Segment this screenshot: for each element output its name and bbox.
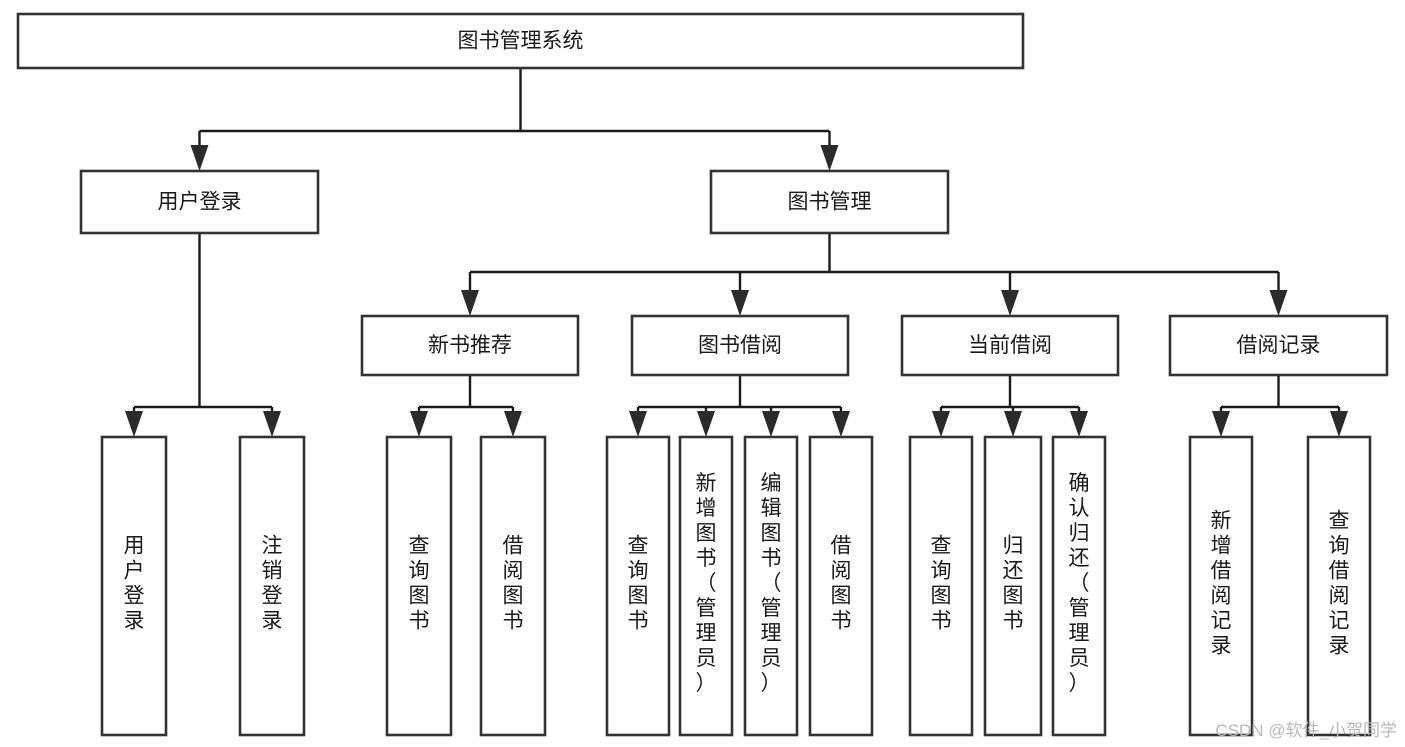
node-label: 图书管理 <box>788 191 872 214</box>
arrow-head-icon <box>832 411 850 437</box>
node-box[interactable] <box>16 12 1025 70</box>
arrow-head-icon <box>932 411 950 437</box>
node-box[interactable] <box>605 435 671 737</box>
arrow-head-icon <box>410 411 428 437</box>
node-layer: 图书管理系统用户登录图书管理新书推荐图书借阅当前借阅借阅记录用户登录注销登录查询… <box>16 12 1389 737</box>
node-box[interactable] <box>678 435 734 737</box>
arrow-head-icon <box>461 290 479 316</box>
node-level3-2[interactable]: 当前借阅 <box>900 314 1120 377</box>
arrow-head-icon <box>820 145 839 171</box>
arrow-head-icon <box>697 411 715 437</box>
arrow-head-icon <box>1330 411 1348 437</box>
node-level3-3[interactable]: 借阅记录 <box>1168 314 1389 377</box>
node-level2-1[interactable]: 图书管理 <box>709 169 950 235</box>
node-box[interactable] <box>238 435 306 737</box>
node-label: 查询图书 <box>628 535 649 633</box>
arrow-head-icon <box>762 411 780 437</box>
node-label: 查询图书 <box>409 535 430 633</box>
arrow-head-icon <box>125 411 143 437</box>
node-label: 编辑图书（管理员） <box>761 472 782 695</box>
node-box[interactable] <box>479 435 547 737</box>
node-leaf-12[interactable]: 查询借阅记录 <box>1306 435 1372 737</box>
node-box[interactable] <box>100 435 168 737</box>
node-box[interactable] <box>385 435 453 737</box>
arrow-head-icon <box>263 411 281 437</box>
node-leaf-4[interactable]: 查询图书 <box>605 435 671 737</box>
node-box[interactable] <box>1051 435 1107 737</box>
node-label: 借阅记录 <box>1237 334 1321 357</box>
node-leaf-11[interactable]: 新增借阅记录 <box>1188 435 1254 737</box>
node-level2-0[interactable]: 用户登录 <box>79 169 320 235</box>
node-leaf-9[interactable]: 归还图书 <box>983 435 1043 737</box>
arrow-head-icon <box>1001 290 1019 316</box>
node-box[interactable] <box>360 314 580 377</box>
node-label: 归还图书 <box>1003 535 1024 633</box>
node-level3-0[interactable]: 新书推荐 <box>360 314 580 377</box>
node-box[interactable] <box>808 435 874 737</box>
node-leaf-8[interactable]: 查询图书 <box>908 435 974 737</box>
node-level3-1[interactable]: 图书借阅 <box>630 314 850 377</box>
node-label: 借阅图书 <box>503 535 524 633</box>
node-label: 查询借阅记录 <box>1329 510 1350 658</box>
node-label: 新书推荐 <box>428 334 512 357</box>
arrow-head-icon <box>190 145 209 171</box>
node-box[interactable] <box>630 314 850 377</box>
node-box[interactable] <box>79 169 320 235</box>
node-label: 图书管理系统 <box>458 30 584 53</box>
node-label: 当前借阅 <box>968 334 1052 357</box>
node-label: 用户登录 <box>124 535 145 633</box>
node-root-book-management-system[interactable]: 图书管理系统 <box>16 12 1025 70</box>
node-box[interactable] <box>743 435 799 737</box>
arrow-head-icon <box>731 290 749 316</box>
node-label: 借阅图书 <box>831 535 852 633</box>
node-label: 查询图书 <box>931 535 952 633</box>
arrow-head-icon <box>1212 411 1230 437</box>
node-label: 图书借阅 <box>698 334 782 357</box>
node-leaf-5[interactable]: 新增图书（管理员） <box>678 435 734 737</box>
node-leaf-6[interactable]: 编辑图书（管理员） <box>743 435 799 737</box>
node-leaf-7[interactable]: 借阅图书 <box>808 435 874 737</box>
node-box[interactable] <box>908 435 974 737</box>
node-label: 注销登录 <box>262 535 283 633</box>
node-box[interactable] <box>900 314 1120 377</box>
arrow-head-icon <box>1004 411 1022 437</box>
node-label: 用户登录 <box>158 191 242 214</box>
arrow-head-icon <box>1269 290 1288 316</box>
node-leaf-0[interactable]: 用户登录 <box>100 435 168 737</box>
node-leaf-1[interactable]: 注销登录 <box>238 435 306 737</box>
node-label: 确认归还（管理员） <box>1069 472 1090 695</box>
node-box[interactable] <box>1188 435 1254 737</box>
connector-layer <box>125 68 1348 437</box>
node-leaf-3[interactable]: 借阅图书 <box>479 435 547 737</box>
node-label: 新增图书（管理员） <box>696 472 717 695</box>
watermark-text: CSDN @软件_小贺同学 <box>1215 721 1397 740</box>
node-label: 新增借阅记录 <box>1211 510 1232 658</box>
node-box[interactable] <box>983 435 1043 737</box>
node-box[interactable] <box>1168 314 1389 377</box>
node-box[interactable] <box>1306 435 1372 737</box>
arrow-head-icon <box>1070 411 1088 437</box>
arrow-head-icon <box>629 411 647 437</box>
node-box[interactable] <box>709 169 950 235</box>
node-leaf-10[interactable]: 确认归还（管理员） <box>1051 435 1107 737</box>
node-leaf-2[interactable]: 查询图书 <box>385 435 453 737</box>
arrow-head-icon <box>504 411 522 437</box>
